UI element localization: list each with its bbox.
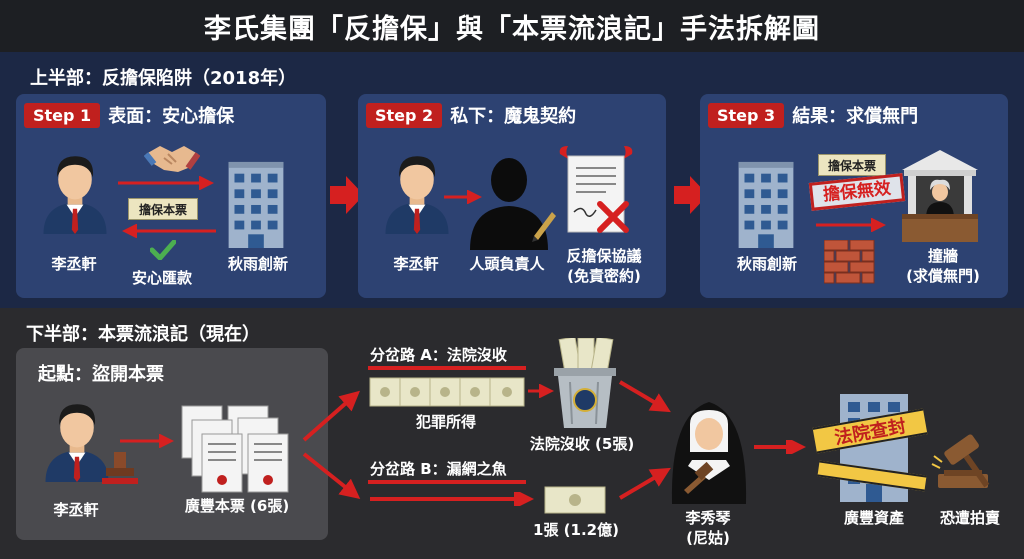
court-icon <box>902 150 978 242</box>
nun-icon <box>671 402 747 504</box>
agreement-label: 反擔保協議 <box>566 247 642 265</box>
arrow-right-icon <box>528 384 554 398</box>
nun-sub-label: (尼姑) <box>686 529 730 547</box>
arrow-right-icon <box>754 440 806 454</box>
step3-badge: Step 3 <box>708 102 785 128</box>
agreement-sub-label: (免責密約) <box>567 267 641 285</box>
auction-label: 恐遭拍賣 <box>939 509 1000 527</box>
arrow-right-icon <box>444 190 482 204</box>
arrow-right-icon <box>370 492 534 506</box>
title-bar: 李氏集團「反擔保」與「本票流浪記」手法拆解圖 <box>0 0 1024 52</box>
promissory-notes-icon <box>181 405 289 493</box>
start-title: 起點：盜開本票 <box>38 364 164 385</box>
branch-arrows-icon <box>302 390 361 499</box>
start-panel: 起點：盜開本票 李丞軒 廣豐本票 (6張) <box>16 348 328 540</box>
guarantee-note: 擔保本票 <box>128 198 198 220</box>
confiscated-label: 法院沒收 (5張) <box>529 435 635 453</box>
person-icon <box>38 150 112 234</box>
top-section-label: 上半部：反擔保陷阱（2018年） <box>30 68 297 89</box>
arrow-right-icon <box>816 218 886 232</box>
big-arrow-icon <box>674 176 708 214</box>
person-label: 李丞軒 <box>393 255 439 273</box>
brick-wall-icon <box>824 240 875 284</box>
arrow-left-icon <box>122 224 216 238</box>
asset-label: 廣豐資產 <box>843 509 904 527</box>
company-label: 秋雨創新 <box>736 255 797 273</box>
branch-a-label: 分岔路 A：法院沒收 <box>370 346 507 364</box>
check-icon <box>150 240 176 260</box>
single-bill-icon <box>544 486 606 514</box>
devil-contract-icon <box>559 146 633 233</box>
gavel-icon <box>931 434 990 488</box>
notes-label: 廣豐本票 (6張) <box>184 497 290 515</box>
wall-label: 撞牆 <box>927 247 958 265</box>
wall-sub-label: (求償無門) <box>906 267 980 285</box>
nun-name-label: 李秀琴 <box>685 509 731 527</box>
invalid-stamp: 擔保無效 <box>808 173 906 211</box>
branch-a-underline <box>368 366 526 370</box>
guarantee-note: 擔保本票 <box>818 154 886 176</box>
trash-bin-icon <box>554 338 616 428</box>
branch-b-label: 分岔路 B：漏網之魚 <box>370 460 507 478</box>
big-arrow-icon <box>330 176 364 214</box>
crime-proceeds-label: 犯罪所得 <box>415 413 476 431</box>
step1-title: 表面：安心擔保 <box>108 106 235 127</box>
step2-title: 私下：魔鬼契約 <box>450 106 577 127</box>
bottom-section-label: 下半部：本票流浪記（現在） <box>26 324 260 345</box>
page-title: 李氏集團「反擔保」與「本票流浪記」手法拆解圖 <box>204 13 820 45</box>
step2-panel: Step 2 私下：魔鬼契約 李丞軒 人頭負責人 反擔保協議 (免責密約) <box>358 94 666 298</box>
step3-title: 結果：求償無門 <box>792 106 919 127</box>
person-label: 李丞軒 <box>53 501 99 519</box>
company-label: 秋雨創新 <box>227 255 288 273</box>
step2-badge: Step 2 <box>366 102 443 128</box>
step1-panel: Step 1 表面：安心擔保 李丞軒 擔保本票 安心匯款 秋雨創新 <box>16 94 326 298</box>
merge-arrows-icon <box>618 380 671 500</box>
building-icon <box>736 160 796 248</box>
step3-panel: Step 3 結果：求償無門 秋雨創新 擔保本票 擔保無效 撞牆 (求償無門) <box>700 94 1008 298</box>
one-note-label: 1張 (1.2億) <box>533 521 619 539</box>
arrow-right-icon <box>118 176 214 190</box>
ok-label: 安心匯款 <box>131 269 192 287</box>
branch-b-underline <box>368 480 526 484</box>
person-label: 李丞軒 <box>51 255 97 273</box>
building-icon <box>226 160 286 248</box>
handshake-icon <box>144 146 200 172</box>
cash-bundle-icon <box>369 377 525 407</box>
proxy-label: 人頭負責人 <box>469 255 545 273</box>
arrow-right-icon <box>120 434 174 448</box>
seal-stamp-icon <box>102 452 138 484</box>
shadow-figure-icon <box>470 158 556 250</box>
step1-badge: Step 1 <box>24 102 101 128</box>
